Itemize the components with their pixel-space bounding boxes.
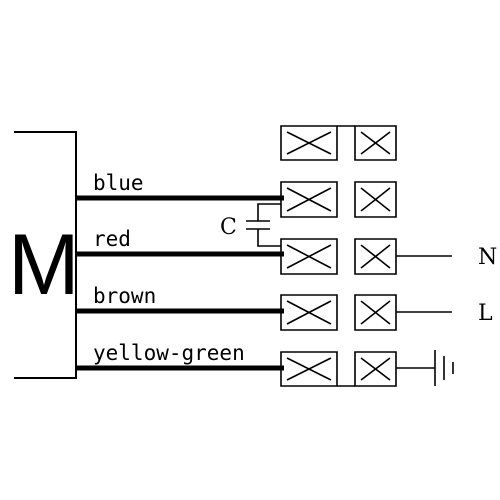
terminal-cross-0-0 bbox=[286, 131, 332, 155]
terminal-cross-1-0 bbox=[286, 187, 332, 212]
ground-icon bbox=[434, 350, 454, 386]
wire-label-blue: blue bbox=[93, 171, 144, 195]
terminal-label-l: L bbox=[478, 301, 493, 326]
terminal-cross-2-1 bbox=[360, 244, 391, 269]
terminal-label-n: N bbox=[478, 245, 497, 270]
terminal-crosses bbox=[286, 131, 391, 381]
terminal-block bbox=[280, 125, 397, 387]
terminal-cross-0-1 bbox=[360, 131, 391, 155]
wire-label-brown: brown bbox=[93, 284, 156, 308]
capacitor-symbol bbox=[246, 203, 281, 247]
terminal-cross-2-0 bbox=[286, 244, 332, 269]
wire-label-yellow-green: yellow-green bbox=[93, 341, 245, 365]
motor-wires bbox=[76, 195, 284, 371]
wire-label-red: red bbox=[93, 227, 131, 251]
capacitor-label: C bbox=[220, 215, 237, 240]
terminal-cross-1-1 bbox=[360, 187, 391, 212]
terminal-cross-4-1 bbox=[360, 357, 391, 381]
terminal-cross-4-0 bbox=[286, 357, 332, 381]
supply-lines bbox=[396, 255, 452, 369]
terminal-cross-3-1 bbox=[360, 300, 391, 325]
terminal-cross-3-0 bbox=[286, 300, 332, 325]
motor-label: M bbox=[8, 217, 80, 313]
